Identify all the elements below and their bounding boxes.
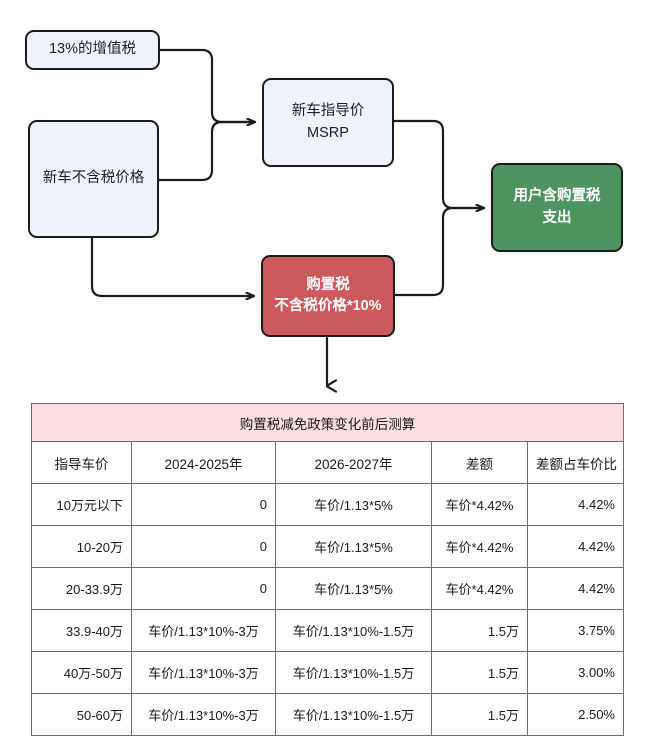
cell-2024-2025: 车价/1.13*10%-3万 xyxy=(131,693,276,736)
cell-2026-2027: 车价/1.13*5% xyxy=(275,483,432,526)
cell-diff-ratio: 3.75% xyxy=(527,609,624,652)
flow-node-purchase-tax: 购置税 不含税价格*10% xyxy=(261,255,395,337)
table-title: 购置税减免政策变化前后测算 xyxy=(31,403,624,442)
table-header-row: 指导车价 2024-2025年 2026-2027年 差额 差额占车价比 xyxy=(31,441,624,484)
edge-purchase-to-user xyxy=(393,206,486,297)
cell-diff-ratio: 3.00% xyxy=(527,651,624,694)
table-row: 40万-50万 车价/1.13*10%-3万 车价/1.13*10%-1.5万 … xyxy=(31,651,624,694)
edge-vat-to-msrp xyxy=(158,48,257,122)
table-row: 10-20万 0 车价/1.13*5% 车价*4.42% 4.42% xyxy=(31,525,624,568)
cell-diff-ratio: 4.42% xyxy=(527,483,624,526)
cell-2026-2027: 车价/1.13*5% xyxy=(275,525,432,568)
cell-2024-2025: 0 xyxy=(131,567,276,610)
table-row: 33.9-40万 车价/1.13*10%-3万 车价/1.13*10%-1.5万… xyxy=(31,609,624,652)
edge-msrp-to-user xyxy=(392,119,486,208)
cell-difference: 1.5万 xyxy=(431,693,528,736)
cell-diff-ratio: 2.50% xyxy=(527,693,624,736)
cell-2024-2025: 车价/1.13*10%-3万 xyxy=(131,609,276,652)
table-row: 20-33.9万 0 车价/1.13*5% 车价*4.42% 4.42% xyxy=(31,567,624,610)
cell-price-range: 10万元以下 xyxy=(31,483,132,526)
cell-2026-2027: 车价/1.13*5% xyxy=(275,567,432,610)
cell-2024-2025: 车价/1.13*10%-3万 xyxy=(131,651,276,694)
cell-price-range: 20-33.9万 xyxy=(31,567,132,610)
cell-difference: 车价*4.42% xyxy=(431,525,528,568)
col-header-diff-ratio: 差额占车价比 xyxy=(527,441,624,484)
cell-2026-2027: 车价/1.13*10%-1.5万 xyxy=(275,609,432,652)
cell-difference: 1.5万 xyxy=(431,651,528,694)
cell-difference: 1.5万 xyxy=(431,609,528,652)
cell-2026-2027: 车价/1.13*10%-1.5万 xyxy=(275,651,432,694)
cell-price-range: 33.9-40万 xyxy=(31,609,132,652)
cell-difference: 车价*4.42% xyxy=(431,567,528,610)
cell-2026-2027: 车价/1.13*10%-1.5万 xyxy=(275,693,432,736)
table-row: 10万元以下 0 车价/1.13*5% 车价*4.42% 4.42% xyxy=(31,483,624,526)
calc-table-wrapper: 购置税减免政策变化前后测算 指导车价 2024-2025年 2026-2027年… xyxy=(31,403,624,736)
flow-node-user-expense: 用户含购置税 支出 xyxy=(491,163,623,252)
cell-diff-ratio: 4.42% xyxy=(527,567,624,610)
cell-2024-2025: 0 xyxy=(131,483,276,526)
col-header-2026-2027: 2026-2027年 xyxy=(275,441,432,484)
purchase-tax-calc-table: 购置税减免政策变化前后测算 指导车价 2024-2025年 2026-2027年… xyxy=(31,403,624,736)
col-header-difference: 差额 xyxy=(431,441,528,484)
edge-netprice-to-msrp xyxy=(157,120,257,182)
table-row: 50-60万 车价/1.13*10%-3万 车价/1.13*10%-1.5万 1… xyxy=(31,693,624,736)
flow-node-net-price: 新车不含税价格 xyxy=(28,120,159,238)
cell-price-range: 10-20万 xyxy=(31,525,132,568)
flow-node-vat: 13%的增值税 xyxy=(25,30,160,70)
cell-price-range: 50-60万 xyxy=(31,693,132,736)
cell-diff-ratio: 4.42% xyxy=(527,525,624,568)
col-header-2024-2025: 2024-2025年 xyxy=(131,441,276,484)
table-title-row: 购置税减免政策变化前后测算 xyxy=(31,403,624,442)
cell-price-range: 40万-50万 xyxy=(31,651,132,694)
cell-2024-2025: 0 xyxy=(131,525,276,568)
cell-difference: 车价*4.42% xyxy=(431,483,528,526)
col-header-price-range: 指导车价 xyxy=(31,441,132,484)
flow-node-msrp: 新车指导价 MSRP xyxy=(262,78,394,167)
edge-netprice-to-purchase xyxy=(90,236,256,296)
